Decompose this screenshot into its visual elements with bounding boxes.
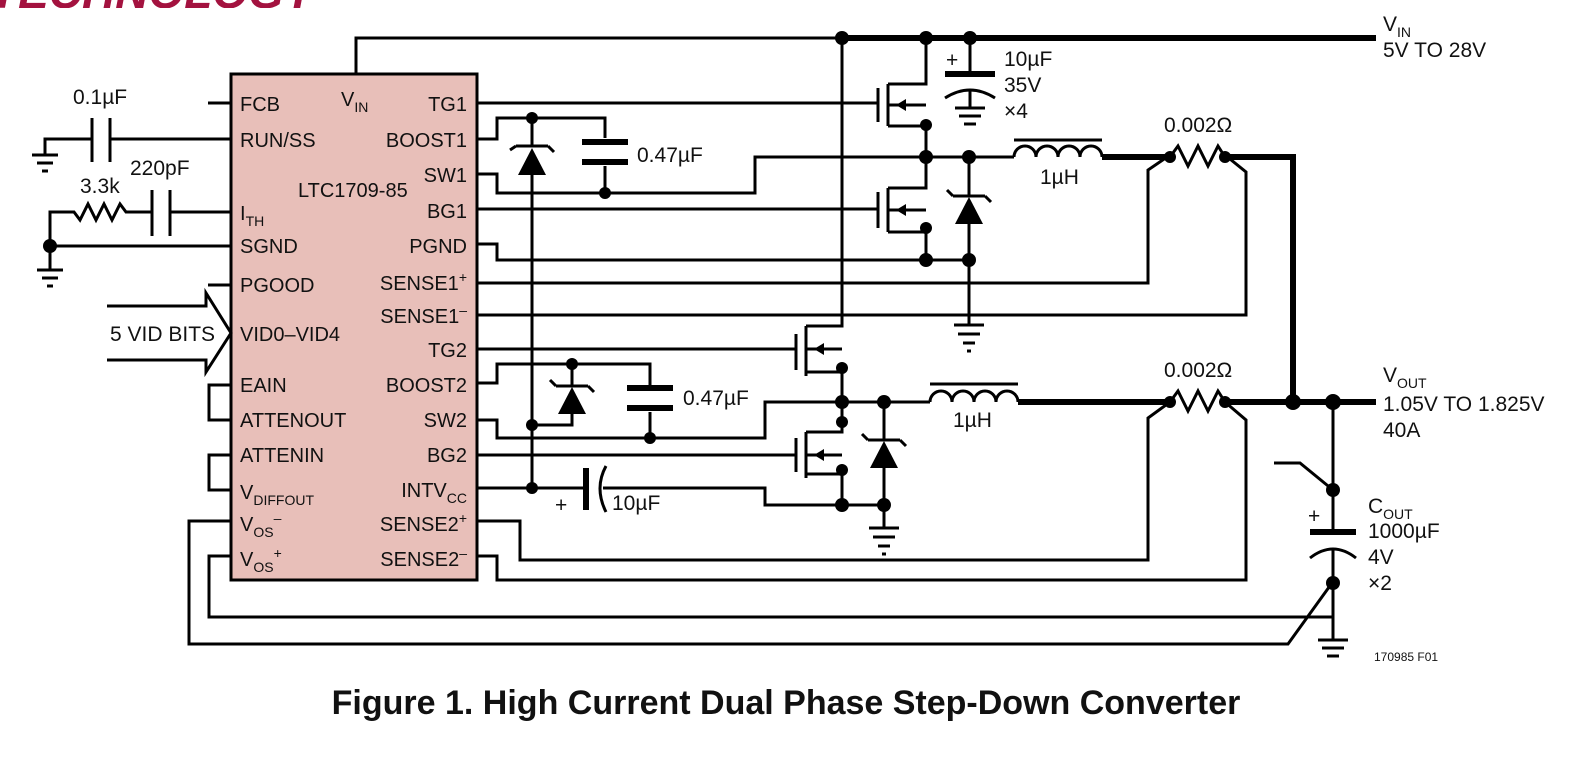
svg-text:PGOOD: PGOOD: [240, 275, 314, 297]
svg-text:BOOST2: BOOST2: [386, 375, 467, 397]
figure-caption: Figure 1. High Current Dual Phase Step-D…: [332, 684, 1241, 722]
c-in-label: 10µF 35V ×4: [1004, 48, 1052, 123]
ic-right-pins: TG1 BOOST1 SW1 BG1 PGND SENSE1+ SENSE1– …: [380, 94, 467, 571]
svg-text:35V: 35V: [1004, 74, 1041, 97]
svg-text:VIN: VIN: [1383, 13, 1411, 40]
vid-bits-label: 5 VID BITS: [110, 323, 215, 346]
svg-text:TG2: TG2: [428, 340, 467, 362]
svg-text:COUT: COUT: [1368, 495, 1413, 522]
vout-label: VOUT 1.05V TO 1.825V 40A: [1383, 364, 1545, 442]
svg-text:SENSE2+: SENSE2+: [380, 510, 467, 536]
left-side-network: [32, 101, 1334, 646]
svg-text:VOUT: VOUT: [1383, 364, 1427, 391]
svg-text:SENSE1–: SENSE1–: [380, 302, 467, 328]
svg-text:TG1: TG1: [428, 94, 467, 116]
brand-logo: TECHNOLOGY: [0, 0, 319, 18]
svg-text:EAIN: EAIN: [240, 375, 287, 397]
svg-text:VDIFFOUT: VDIFFOUT: [240, 482, 314, 508]
svg-text:ITH: ITH: [240, 203, 264, 229]
svg-text:VOS–: VOS–: [240, 510, 282, 540]
svg-text:1000µF: 1000µF: [1368, 520, 1440, 543]
svg-text:BG2: BG2: [427, 445, 467, 467]
l1-label: 1µH: [1040, 166, 1079, 189]
svg-text:4V: 4V: [1368, 546, 1394, 569]
svg-text:ATTENOUT: ATTENOUT: [240, 410, 346, 432]
c-boost2-label: 0.47µF: [683, 387, 749, 410]
ic-name: LTC1709-85: [298, 180, 408, 202]
c-out-label: COUT 1000µF 4V ×2: [1368, 495, 1440, 595]
svg-text:SENSE2–: SENSE2–: [380, 545, 467, 571]
output-network: [1274, 402, 1357, 658]
svg-text:PGND: PGND: [409, 236, 467, 258]
svg-text:FCB: FCB: [240, 94, 280, 116]
svg-text:VOS+: VOS+: [240, 545, 282, 575]
svg-text:40A: 40A: [1383, 419, 1420, 442]
ic-body: [229, 72, 479, 582]
c-intvcc-label: 10µF: [612, 492, 660, 515]
svg-text:INTVCC: INTVCC: [401, 480, 467, 506]
vin-label: VIN 5V TO 28V: [1383, 13, 1486, 62]
c-in-plus: +: [946, 49, 958, 72]
svg-text:SENSE1+: SENSE1+: [380, 269, 467, 295]
c-ith-label: 220pF: [130, 157, 190, 180]
svg-text:TECHNOLOGY: TECHNOLOGY: [0, 0, 319, 18]
r-sense1-label: 0.002Ω: [1164, 114, 1232, 137]
vin-rail: [840, 31, 1376, 126]
svg-text:RUN/SS: RUN/SS: [240, 130, 316, 152]
svg-text:VID0–VID4: VID0–VID4: [240, 324, 340, 346]
svg-text:SW1: SW1: [424, 165, 467, 187]
c-intvcc-plus: +: [555, 494, 567, 517]
drawing-id: 170985 F01: [1374, 650, 1438, 664]
svg-text:×2: ×2: [1368, 572, 1392, 595]
r-sense2-label: 0.002Ω: [1164, 359, 1232, 382]
r-ith-label: 3.3k: [80, 175, 120, 198]
svg-text:SGND: SGND: [240, 236, 298, 258]
svg-text:1.05V TO 1.825V: 1.05V TO 1.825V: [1383, 393, 1545, 416]
svg-text:×4: ×4: [1004, 100, 1028, 123]
c-out-plus: +: [1308, 505, 1320, 528]
channel-1: [477, 31, 1296, 488]
c-boost1-label: 0.47µF: [637, 144, 703, 167]
svg-text:5V TO 28V: 5V TO 28V: [1383, 39, 1486, 62]
channel-2: [477, 31, 1376, 582]
svg-text:BOOST1: BOOST1: [386, 130, 467, 152]
c-runss-label: 0.1µF: [73, 86, 127, 109]
svg-text:10µF: 10µF: [1004, 48, 1052, 71]
ic-left-pins: FCB RUN/SS ITH SGND PGOOD VID0–VID4 EAIN…: [240, 94, 346, 575]
l2-label: 1µH: [953, 409, 992, 432]
svg-text:BG1: BG1: [427, 201, 467, 223]
svg-text:SW2: SW2: [424, 410, 467, 432]
pin-vin-label: VIN: [341, 89, 368, 115]
svg-text:ATTENIN: ATTENIN: [240, 445, 324, 467]
